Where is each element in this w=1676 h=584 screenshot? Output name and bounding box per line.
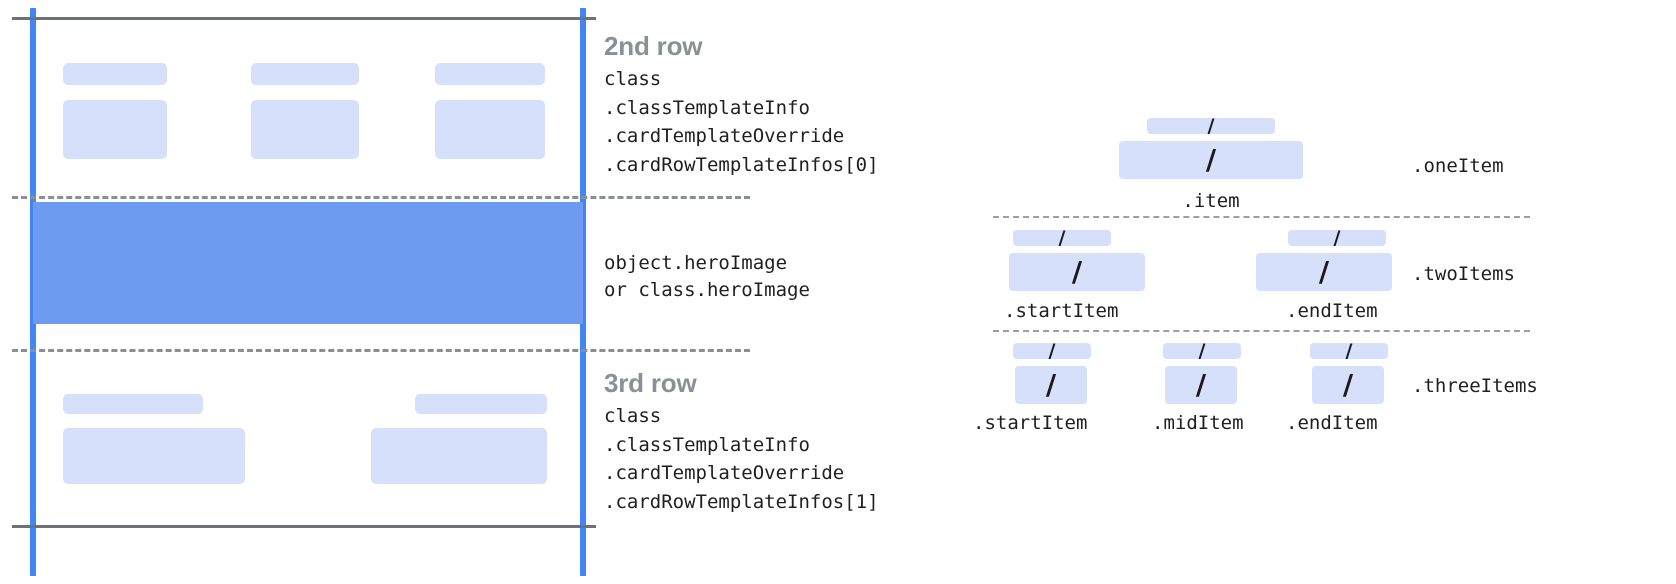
one-item-slot-0-block: / [1119, 141, 1303, 179]
two-items-slot-0-line: / [1013, 226, 1111, 249]
third-row-item-1-block [371, 428, 547, 484]
third-row-item-0-block [63, 428, 245, 484]
third-row-code-line-3: .cardRowTemplateInfos[1] [604, 490, 879, 513]
two-items-slot-1-label: .endItem [1286, 300, 1378, 322]
two-items-slot-0-label: .startItem [1004, 300, 1119, 322]
one-item-group-label: .oneItem [1412, 155, 1504, 177]
third-row-item-1-line [415, 394, 547, 414]
three-items-slot-2-block: / [1312, 366, 1384, 404]
slash-icon: / [1333, 226, 1341, 249]
two-three-divider [993, 330, 1530, 332]
slash-icon: / [1345, 339, 1353, 362]
hero-row-code-line-0: object.heroImage [604, 252, 788, 274]
second-row-item-2-line [435, 63, 545, 85]
second-row-code-line-3: .cardRowTemplateInfos[0] [604, 153, 879, 176]
one-item-slot-0-label: .item [1182, 190, 1240, 212]
second-row-code-line-0: class [604, 68, 662, 90]
three-items-slot-0-line: / [1013, 339, 1091, 362]
three-items-slot-0-block: / [1015, 366, 1087, 404]
second-row-item-0-line [63, 63, 167, 85]
second-row-item-1-line [251, 63, 359, 85]
third-row-title: 3rd row [604, 368, 697, 398]
slash-icon: / [1342, 368, 1354, 401]
card-bottom-rule [12, 525, 596, 528]
card-top-rule [12, 17, 596, 20]
three-items-slot-2-label: .endItem [1286, 412, 1378, 434]
one-item-slot-0-line: / [1147, 114, 1275, 137]
hero-row-annotation: object.heroImage or class.heroImage [604, 250, 810, 304]
third-row-code-line-0: class [604, 405, 662, 427]
second-row-code-line-2: .cardTemplateOverride [604, 125, 845, 147]
hero-image-band [33, 202, 583, 324]
three-items-group-label: .threeItems [1412, 375, 1538, 397]
slash-icon: / [1071, 255, 1083, 288]
slash-icon: / [1205, 143, 1217, 176]
second-row-item-2-block [435, 100, 545, 159]
three-items-slot-1-block: / [1165, 366, 1237, 404]
slash-icon: / [1045, 368, 1057, 401]
three-items-slot-2-line: / [1310, 339, 1388, 362]
card-right-edge-guide [580, 8, 586, 576]
slash-icon: / [1195, 368, 1207, 401]
hero-bottom-divider [12, 349, 750, 352]
second-row-item-1-block [251, 100, 359, 159]
third-row-item-0-line [63, 394, 203, 414]
second-row-annotation: 2nd row class .classTemplateInfo .cardTe… [604, 31, 879, 179]
slash-icon: / [1198, 339, 1206, 362]
slash-icon: / [1318, 255, 1330, 288]
second-row-code-line-1: .classTemplateInfo [604, 96, 810, 119]
one-two-divider [993, 216, 1530, 218]
second-row-title: 2nd row [604, 31, 703, 61]
third-row-code-line-2: .cardTemplateOverride [604, 462, 845, 484]
third-row-code-line-1: .classTemplateInfo [604, 433, 810, 456]
slash-icon: / [1048, 339, 1056, 362]
three-items-slot-1-line: / [1163, 339, 1241, 362]
hero-top-divider [12, 196, 750, 199]
second-row-item-0-block [63, 100, 167, 159]
slash-icon: / [1058, 226, 1066, 249]
slash-icon: / [1207, 114, 1215, 137]
two-items-slot-1-block: / [1256, 253, 1392, 291]
two-items-slot-0-block: / [1009, 253, 1145, 291]
third-row-annotation: 3rd row class .classTemplateInfo .cardTe… [604, 368, 879, 516]
three-items-slot-1-label: .midItem [1152, 412, 1244, 434]
three-items-slot-0-label: .startItem [973, 412, 1088, 434]
two-items-slot-1-line: / [1288, 226, 1386, 249]
hero-row-code-line-1: or class.heroImage [604, 279, 810, 301]
two-items-group-label: .twoItems [1412, 263, 1515, 285]
